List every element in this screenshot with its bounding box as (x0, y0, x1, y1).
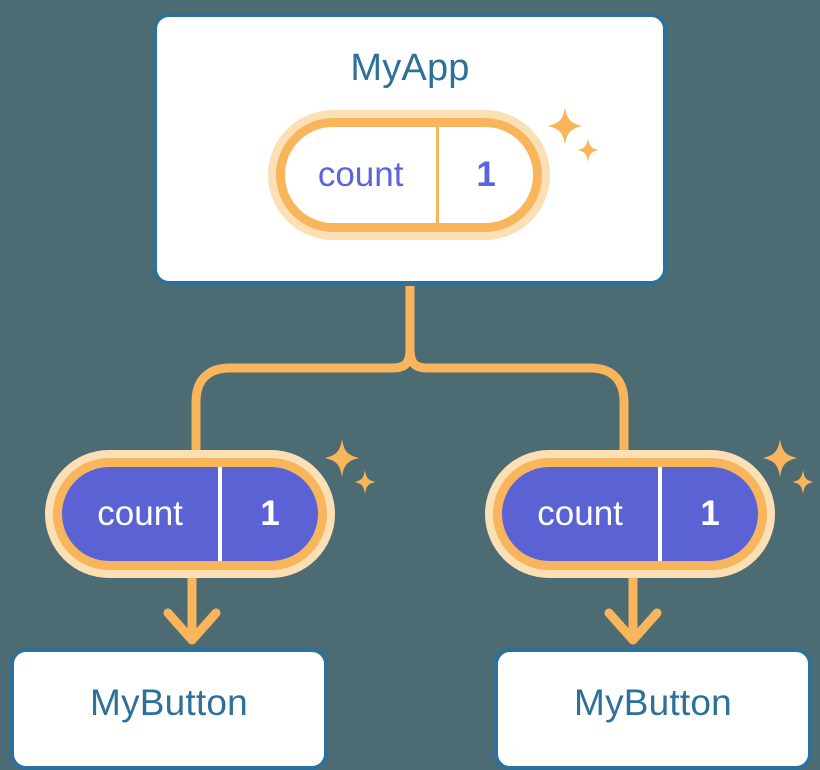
state-value-label: 1 (218, 467, 318, 561)
state-pill-branch-right[interactable]: count 1 (485, 450, 775, 578)
state-pill-branch-left[interactable]: count 1 (45, 450, 335, 578)
state-value-label: 1 (658, 467, 758, 561)
state-key-label: count (317, 155, 404, 194)
state-pill-myapp[interactable]: count 1 (268, 110, 550, 240)
connector-split-left (191, 343, 415, 457)
state-pill-ring (493, 458, 767, 570)
state-pill-ring (276, 118, 542, 232)
component-title-mybutton: MyButton (90, 682, 248, 723)
component-card-mybutton-left[interactable]: MyButton (10, 648, 328, 770)
arrow-down-icon-right (604, 578, 662, 645)
state-pill-ring (53, 458, 327, 570)
state-pill-body: count 1 (285, 127, 533, 223)
state-key-label: count (537, 494, 623, 533)
component-title-mybutton: MyButton (574, 682, 732, 723)
state-pill-body: count 1 (62, 467, 318, 561)
component-card-mybutton-right[interactable]: MyButton (494, 648, 812, 770)
connector-split-right (405, 343, 629, 457)
state-key-label: count (97, 494, 183, 533)
arrow-down-icon-left (163, 578, 221, 645)
component-title-myapp: MyApp (350, 47, 470, 89)
state-pill-body: count 1 (502, 467, 758, 561)
state-value-label: 1 (436, 127, 533, 223)
